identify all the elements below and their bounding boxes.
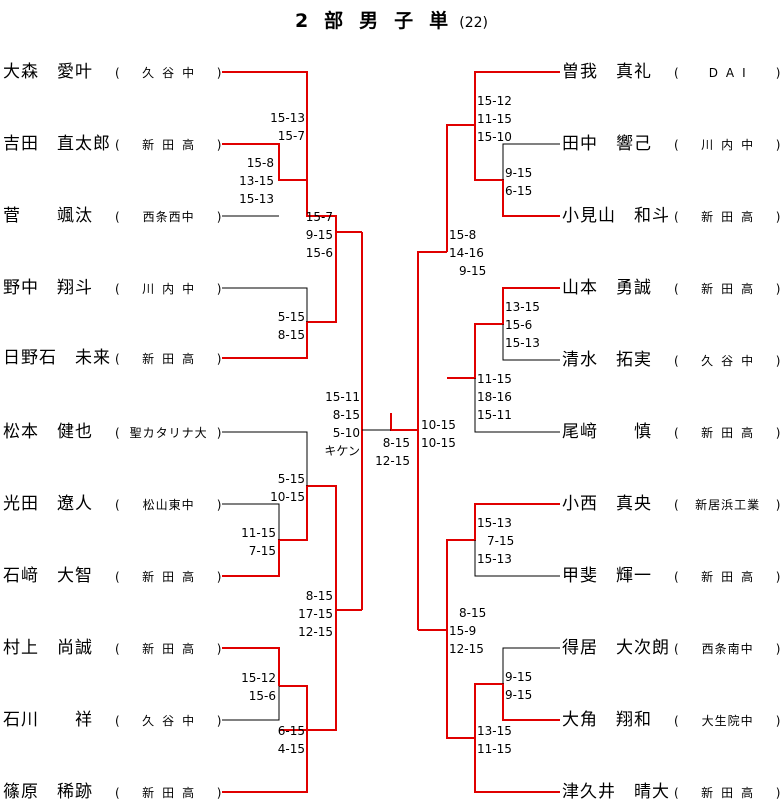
player-team: (新 田 高) [115, 352, 223, 366]
normal-lines [222, 143, 560, 721]
player-left: 石﨑 大智 (新 田 高) [3, 564, 222, 588]
player-name: 光田 遼人 [3, 494, 93, 514]
player-name: 村上 尚誠 [3, 638, 93, 658]
player-right: 小西 真央 (新居浜工業) [562, 492, 781, 516]
player-team: (新 田 高) [674, 210, 782, 224]
player-right: 甲斐 輝一 (新 田 高) [562, 564, 781, 588]
player-name: 甲斐 輝一 [562, 566, 652, 586]
player-team: (新 田 高) [674, 786, 782, 800]
player-team: (大生院中) [674, 714, 782, 728]
player-team: (新 田 高) [674, 282, 782, 296]
player-left: 大森 愛叶 (久 谷 中) [3, 60, 222, 84]
player-team: (新居浜工業) [674, 498, 782, 512]
player-right: 津久井 晴大 (新 田 高) [562, 780, 781, 804]
player-right: 田中 響己 (川 内 中) [562, 132, 781, 156]
player-right: 山本 勇誠 (新 田 高) [562, 276, 781, 300]
player-team: (西条南中) [674, 642, 782, 656]
player-right: 曽我 真礼 (D A I) [562, 60, 781, 84]
player-team: (川 内 中) [115, 282, 223, 296]
player-team: (聖カタリナ大) [115, 426, 223, 440]
player-name: 篠原 稀跡 [3, 782, 93, 802]
player-left: 日野石 未来 (新 田 高) [3, 346, 222, 370]
player-right: 得居 大次朗 (西条南中) [562, 636, 781, 660]
player-team: (D A I) [674, 66, 782, 80]
player-name: 田中 響己 [562, 134, 652, 154]
player-team: (久 谷 中) [115, 714, 223, 728]
player-name: 野中 翔斗 [3, 278, 93, 298]
player-right: 清水 拓実 (久 谷 中) [562, 348, 781, 372]
player-name: 清水 拓実 [562, 350, 652, 370]
player-team: (久 谷 中) [115, 66, 223, 80]
title-main: 2部男子単 [294, 10, 465, 32]
player-left: 野中 翔斗 (川 内 中) [3, 276, 222, 300]
title-count: (22) [459, 15, 489, 31]
player-right: 大角 翔和 (大生院中) [562, 708, 781, 732]
player-left: 菅 颯汰 (西条西中) [3, 204, 222, 228]
page-title: 2部男子単 (22) [0, 6, 783, 33]
player-team: (新 田 高) [115, 138, 223, 152]
player-left: 光田 遼人 (松山東中) [3, 492, 222, 516]
player-team: (松山東中) [115, 498, 223, 512]
player-name: 松本 健也 [3, 422, 93, 442]
player-team: (新 田 高) [674, 570, 782, 584]
player-team: (新 田 高) [115, 570, 223, 584]
player-team: (新 田 高) [674, 426, 782, 440]
player-name: 曽我 真礼 [562, 62, 652, 82]
player-team: (新 田 高) [115, 642, 223, 656]
player-team: (新 田 高) [115, 786, 223, 800]
player-left: 篠原 稀跡 (新 田 高) [3, 780, 222, 804]
player-left: 吉田 直太郎 (新 田 高) [3, 132, 222, 156]
player-name: 小西 真央 [562, 494, 652, 514]
player-name: 菅 颯汰 [3, 206, 93, 226]
player-name: 山本 勇誠 [562, 278, 652, 298]
player-name: 得居 大次朗 [562, 638, 670, 658]
player-name: 尾﨑 慎 [562, 422, 652, 442]
player-team: (久 谷 中) [674, 354, 782, 368]
player-left: 村上 尚誠 (新 田 高) [3, 636, 222, 660]
player-name: 日野石 未来 [3, 348, 111, 368]
player-name: 大角 翔和 [562, 710, 652, 730]
player-name: 津久井 晴大 [562, 782, 670, 802]
player-right: 小見山 和斗 (新 田 高) [562, 204, 781, 228]
player-left: 石川 祥 (久 谷 中) [3, 708, 222, 732]
player-name: 石﨑 大智 [3, 566, 93, 586]
player-team: (川 内 中) [674, 138, 782, 152]
player-name: 大森 愛叶 [3, 62, 93, 82]
player-name: 小見山 和斗 [562, 206, 670, 226]
player-name: 石川 祥 [3, 710, 93, 730]
player-left: 松本 健也 (聖カタリナ大) [3, 420, 222, 444]
player-name: 吉田 直太郎 [3, 134, 111, 154]
player-team: (西条西中) [115, 210, 223, 224]
player-right: 尾﨑 慎 (新 田 高) [562, 420, 781, 444]
